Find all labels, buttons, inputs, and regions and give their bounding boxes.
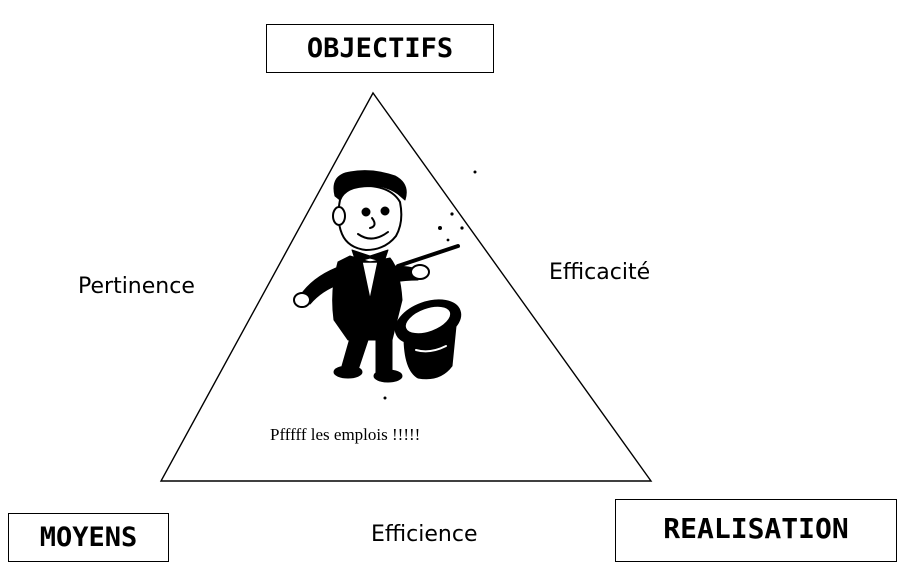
edge-label-efficience: Efficience (371, 522, 478, 547)
node-realisation-label: REALISATION (663, 512, 849, 545)
node-objectifs-label: OBJECTIFS (306, 33, 454, 64)
node-objectifs: OBJECTIFS (266, 24, 494, 73)
center-caption: Pfffff les emplois !!!!! (270, 425, 421, 444)
magician-illustration (293, 170, 477, 400)
node-moyens-label: MOYENS (39, 522, 138, 553)
edge-label-pertinence: Pertinence (78, 274, 195, 299)
edge-label-efficacite: Efficacité (549, 260, 651, 285)
triangle-outline (159, 91, 653, 482)
node-realisation: REALISATION (615, 499, 897, 562)
